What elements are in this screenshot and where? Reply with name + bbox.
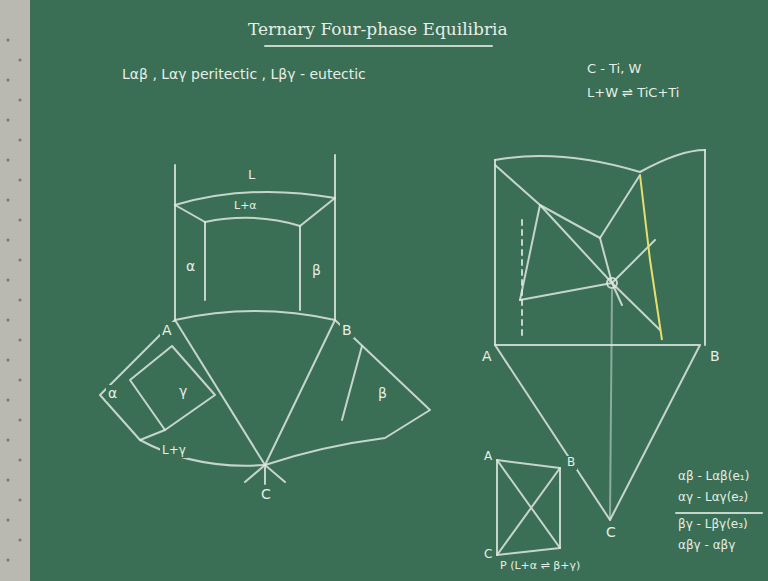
- chalk-lines: [100, 46, 762, 555]
- chalk-label: Lαβ , Lαγ peritectic , Lβγ - eutectic: [120, 66, 368, 82]
- chalk-label: B: [565, 456, 577, 470]
- board-rail: [0, 0, 30, 581]
- chalk-label: β: [376, 385, 389, 401]
- chalk-label: L+W ⇌ TiC+Ti: [585, 86, 681, 101]
- chalk-label: L: [246, 168, 257, 183]
- yellow-chalk-line: [640, 175, 662, 340]
- chalk-label: B: [340, 322, 354, 338]
- chalk-label: L+α: [232, 200, 259, 213]
- chalk-label: C - Ti, W: [585, 62, 643, 77]
- chalk-label: C: [482, 548, 494, 562]
- chalk-label: αβγ - αβγ: [676, 539, 737, 553]
- chalk-label: B: [708, 348, 722, 364]
- board-title: Ternary Four-phase Equilibria: [246, 20, 510, 40]
- chalk-label: α: [106, 385, 119, 401]
- rail-dots: [7, 39, 22, 562]
- chalk-label: αγ - Lαγ(e₂): [676, 491, 750, 505]
- chalk-label: A: [480, 348, 494, 364]
- chalk-label: C: [604, 524, 618, 540]
- chalk-label: A: [482, 450, 494, 464]
- chalk-label: A: [160, 322, 174, 338]
- chalk-label: L+γ: [160, 444, 188, 458]
- chalk-label: C: [259, 486, 273, 502]
- chalk-label: βγ - Lβγ(e₃): [676, 518, 750, 532]
- chalk-label: β: [310, 262, 323, 278]
- chalk-label: γ: [177, 383, 189, 399]
- chalk-label: P (L+α ⇌ β+γ): [498, 560, 582, 573]
- chalk-label: α: [184, 258, 197, 274]
- chalk-label: αβ - Lαβ(e₁): [676, 470, 751, 484]
